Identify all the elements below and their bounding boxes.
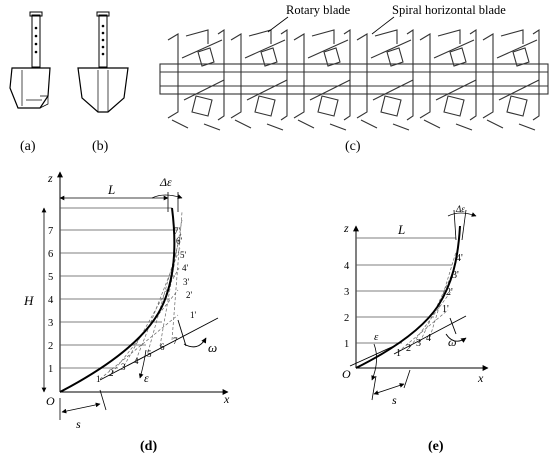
base-point-label-e: 3 [416, 338, 421, 349]
level-label-d: 4 [48, 295, 54, 306]
base-point-label-d: 3 [121, 362, 126, 372]
dim-s-d [61, 402, 101, 414]
curve-point-label-e: 1' [442, 304, 449, 315]
level-label-e: 1 [344, 339, 349, 350]
callout-spiral-leader [371, 16, 395, 35]
labels-e: z x O L s Δε ε ω 1 2 3 4 1 2 3 4 1' 2' 3… [342, 204, 484, 407]
curve-point-label-d: 7' [174, 226, 181, 236]
blade-unit [356, 28, 414, 131]
blade-assembly-c [159, 28, 549, 131]
base-point-label-d: 7 [173, 336, 178, 346]
curve-point-label-e: 4' [456, 253, 463, 264]
axis-x-label-d: x [223, 392, 230, 406]
dim-s-e [373, 383, 405, 395]
base-point-label-e: 1 [396, 348, 401, 359]
dim-L-label-d: L [107, 182, 115, 197]
blade-unit [230, 28, 288, 131]
base-point-label-e: 2 [406, 343, 411, 354]
angle-eps-label-d: ε [144, 371, 149, 385]
dim-s-label-e: s [392, 393, 397, 407]
blade-curve-e [355, 225, 461, 369]
level-label-d: 1 [48, 364, 53, 375]
angle-eps-label-e: ε [374, 331, 379, 343]
curve-point-label-e: 3' [452, 270, 459, 281]
level-label-e: 3 [344, 287, 349, 298]
base-point-label-d: 5 [147, 349, 152, 359]
curve-point-label-d: 5' [180, 250, 187, 260]
base-point-label-d: 1 [96, 374, 101, 384]
panel-label-e: (e) [428, 439, 444, 454]
curve-point-label-d: 3' [183, 277, 190, 287]
blade-drawing-a [9, 11, 51, 109]
curve-point-label-d: 1' [190, 310, 197, 320]
axis-z-label-e: z [343, 221, 349, 235]
curve-point-label-d: 6' [176, 236, 183, 246]
angle-omega-label-d: ω [208, 340, 217, 355]
blade-drawing-b [77, 11, 129, 113]
level-label-d: 7 [48, 226, 53, 237]
callout-spiral-blade: Spiral horizontal blade [392, 3, 506, 17]
angle-omega-label-e: ω [448, 335, 456, 349]
origin-label-e: O [342, 367, 351, 381]
panel-label-c: (c) [345, 139, 361, 154]
dim-L-label-e: L [397, 222, 405, 237]
callout-rotary-blade: Rotary blade [286, 3, 351, 17]
diagram-e [349, 209, 489, 401]
level-label-e: 4 [344, 261, 350, 272]
blade-curve-d [59, 207, 176, 393]
curve-point-label-d: 4' [182, 263, 189, 273]
angle-delta-label-d: Δε [159, 175, 172, 189]
panel-label-d: (d) [140, 439, 157, 454]
level-label-d: 3 [48, 318, 53, 329]
blade-unit [167, 28, 225, 131]
curve-point-label-d: 2' [186, 290, 193, 300]
base-point-label-d: 4 [134, 356, 139, 366]
panel-label-a: (a) [20, 139, 36, 154]
blade-unit [419, 28, 477, 131]
callout-rotary-leader [267, 16, 289, 33]
blade-unit [293, 28, 351, 131]
curve-point-label-e: 2' [446, 287, 453, 298]
level-label-d: 5 [48, 272, 53, 283]
level-label-e: 2 [344, 313, 349, 324]
axis-z-label-d: z [47, 171, 53, 185]
labels-d: z x O L H s Δε ε ω 1 2 3 4 5 6 7 1 2 3 4… [23, 171, 230, 431]
angle-delta-label-e: Δε [455, 204, 465, 214]
level-label-d: 6 [48, 249, 53, 260]
base-point-label-d: 2 [109, 368, 114, 378]
diagram-d [41, 171, 229, 420]
dim-H-label-d: H [23, 293, 34, 308]
blade-unit [482, 28, 540, 131]
level-label-d: 2 [48, 341, 53, 352]
base-point-label-d: 6 [160, 342, 165, 352]
origin-label-d: O [46, 394, 55, 408]
panel-label-b: (b) [92, 139, 109, 154]
base-point-label-e: 4 [426, 333, 431, 344]
axis-x-label-e: x [477, 371, 484, 385]
dim-s-label-d: s [76, 417, 81, 431]
